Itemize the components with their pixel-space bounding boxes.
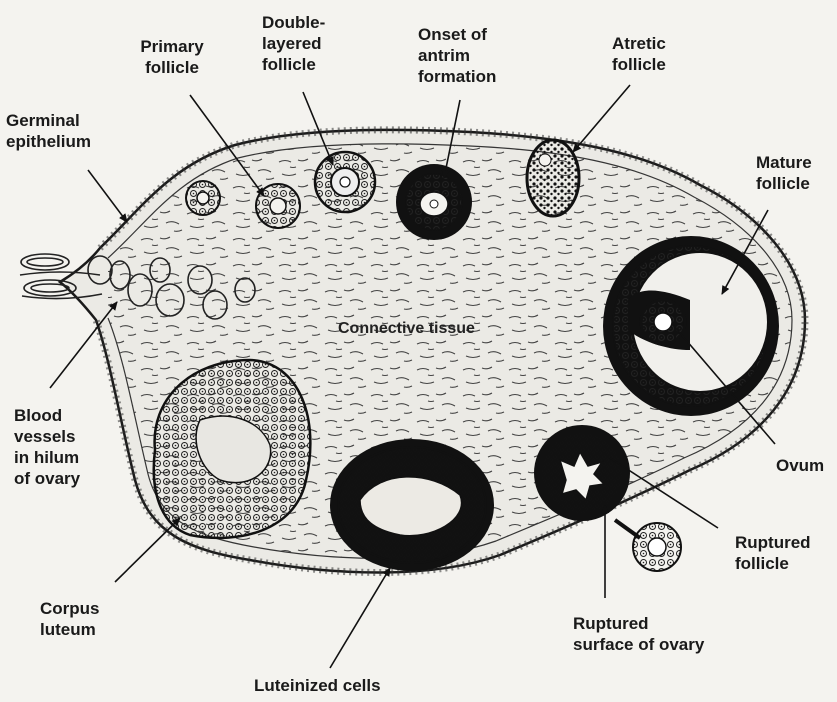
released-ovum <box>615 520 681 571</box>
label-ruptured-surface: Ruptured surface of ovary <box>573 613 704 655</box>
corpus-luteum <box>154 360 311 538</box>
atretic-follicle <box>527 140 579 216</box>
label-mature-follicle: Mature follicle <box>756 152 812 194</box>
double-layered-follicle <box>315 152 375 212</box>
label-connective-tissue: Connective tissue <box>338 320 475 338</box>
antrum-follicle <box>396 164 472 240</box>
label-ovum: Ovum <box>776 455 824 476</box>
label-corpus-luteum: Corpus luteum <box>40 598 100 640</box>
label-ruptured-follicle: Ruptured follicle <box>735 532 811 574</box>
luteinized-body <box>330 439 494 571</box>
label-luteinized-cells: Luteinized cells <box>254 675 381 696</box>
label-double-layered-follicle: Double- layered follicle <box>262 12 325 75</box>
label-atretic-follicle: Atretic follicle <box>612 33 666 75</box>
label-blood-vessels: Blood vessels in hilum of ovary <box>14 405 80 489</box>
label-primary-follicle: Primary follicle <box>130 36 214 78</box>
mature-follicle <box>603 236 779 416</box>
ruptured-follicle <box>534 425 630 521</box>
label-onset-antrum: Onset of antrim formation <box>418 24 496 87</box>
label-germinal-epithelium: Germinal epithelium <box>6 110 91 152</box>
